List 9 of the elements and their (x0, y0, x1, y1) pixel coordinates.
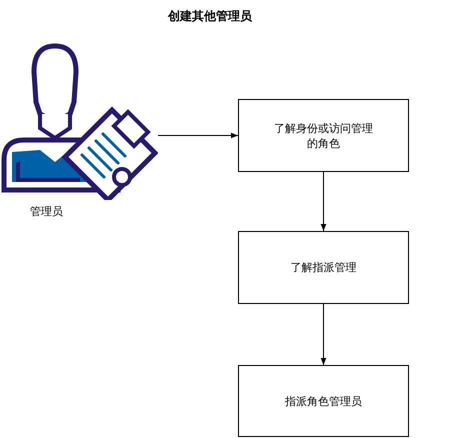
diagram-title: 创建其他管理员 (166, 8, 253, 25)
process-box: 了解身份或访问管理的角色 (238, 99, 409, 172)
process-box: 指派角色管理员 (238, 365, 409, 437)
process-box: 了解指派管理 (238, 231, 409, 304)
picture (0, 42, 158, 200)
arrow (158, 132, 238, 138)
arrow (320, 172, 326, 232)
node-caption: 管理员 (30, 204, 63, 219)
arrow (320, 304, 326, 366)
